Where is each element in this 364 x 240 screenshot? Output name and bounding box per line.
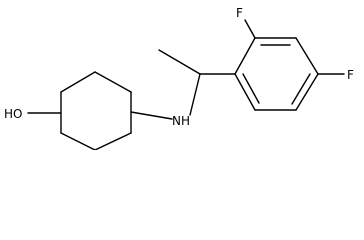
cyclohexane-ring-visible: [60, 71, 132, 150]
fluorine-para-label: F: [347, 68, 354, 82]
aryl-bond-1: [234, 37, 256, 75]
fluorine-ortho-bond: [244, 19, 256, 39]
ring-edge-bottom-left: [60, 132, 96, 150]
aryl-bond-3: [295, 37, 319, 75]
ring-edge-top-left: [60, 71, 96, 93]
aryl-bond-4: [295, 73, 319, 111]
structure-canvas: HO NH F F: [4, 6, 354, 150]
amine-to-methine-bond: [189, 73, 201, 116]
ring-edge-bottom-right: [94, 132, 132, 150]
aryl-bond-6: [234, 73, 256, 111]
ring-edge-top-right: [94, 71, 132, 93]
aryl-double-bond-3: [242, 73, 260, 104]
molecule-drawing: HO NH F F: [4, 6, 354, 150]
methyl-bond: [158, 49, 201, 75]
benzene-ring: [234, 37, 319, 111]
hydroxyl-label: HO: [4, 107, 22, 121]
aryl-double-bond-2: [291, 73, 311, 105]
ring-to-amine-bond: [130, 111, 173, 120]
amine-label: NH: [172, 114, 190, 128]
fluorine-ortho-label: F: [236, 6, 243, 20]
